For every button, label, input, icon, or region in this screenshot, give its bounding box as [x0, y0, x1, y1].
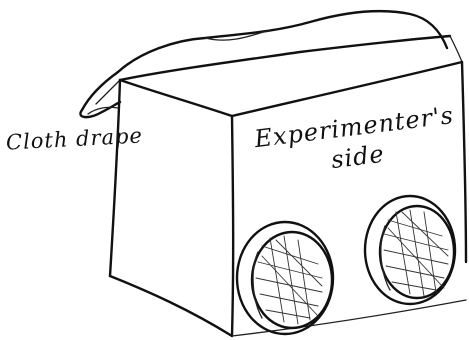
cloth-drape-label: Cloth drape	[5, 123, 106, 156]
viewing-port-left	[237, 222, 333, 334]
viewing-port-right	[365, 196, 455, 304]
box	[110, 36, 466, 336]
cloth-drape	[80, 11, 447, 117]
cloth-drape-label-text: Cloth drape	[5, 123, 106, 156]
